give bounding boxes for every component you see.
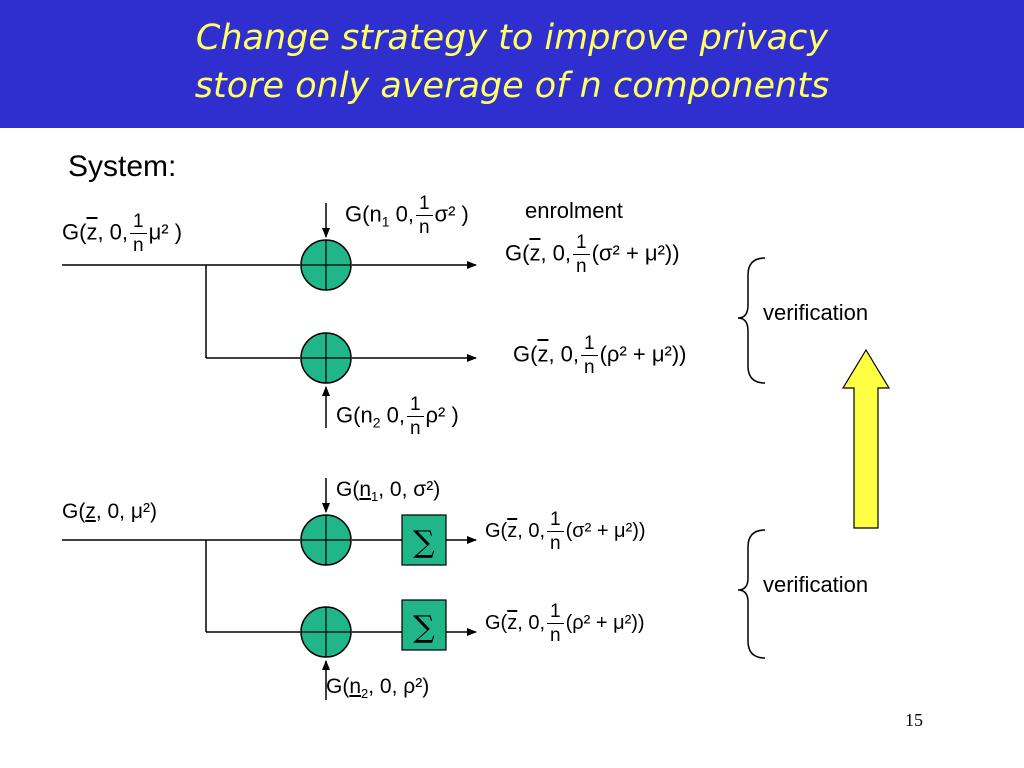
system-label: System: <box>68 150 177 183</box>
brace-top <box>737 257 766 384</box>
bottom-noise2-label: G(n2, 0, ρ²) <box>326 675 430 702</box>
bottom-signal-lines <box>62 478 477 700</box>
verification-label-top: verification <box>763 300 869 325</box>
sum-symbol-2: ∑ <box>413 610 435 645</box>
verification-label-bottom: verification <box>763 572 869 597</box>
title-bar <box>0 0 1024 128</box>
slide-subtitle: store only average of n components <box>194 66 830 106</box>
sum-block-1: ∑ <box>401 514 447 566</box>
bottom-noise1-label: G(n1, 0, σ²) <box>336 478 441 505</box>
sum-symbol-1: ∑ <box>413 525 435 560</box>
slide-title: Change strategy to improve privacy <box>195 18 829 58</box>
page-number: 15 <box>905 710 923 730</box>
adder-bottom-2 <box>300 606 352 658</box>
adder-bottom-1 <box>300 514 352 566</box>
bottom-input-label: G(z, 0, μ²) <box>62 500 157 523</box>
brace-bottom <box>737 529 766 659</box>
adder-top-1 <box>300 239 352 291</box>
adder-top-2 <box>300 332 352 384</box>
sum-block-2: ∑ <box>401 599 447 651</box>
enrolment-label: enrolment <box>525 198 623 223</box>
up-arrow <box>841 348 891 529</box>
top-signal-lines <box>62 203 477 428</box>
